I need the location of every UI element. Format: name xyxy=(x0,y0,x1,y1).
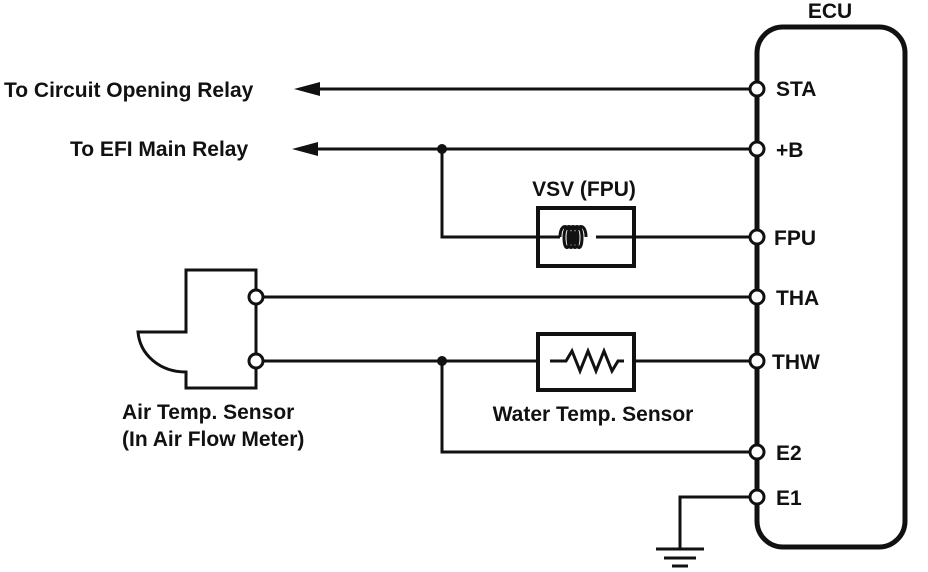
air-temp-sensor-sublabel: (In Air Flow Meter) xyxy=(122,428,304,451)
thw-wire xyxy=(263,356,751,366)
coil-icon xyxy=(558,225,612,249)
vsv-fpu xyxy=(536,206,636,268)
pin-sta-label: STA xyxy=(776,78,816,101)
e2-wire xyxy=(440,361,751,454)
vsv-label: VSV (FPU) xyxy=(532,178,636,201)
terminal-tha xyxy=(748,288,766,306)
b-wire xyxy=(292,142,751,156)
efi-main-relay-label: To EFI Main Relay xyxy=(70,138,248,161)
pin-e1-label: E1 xyxy=(776,487,802,510)
air-temp-sensor xyxy=(136,268,265,390)
arrow-left-icon xyxy=(294,82,320,96)
terminal-e1 xyxy=(748,488,766,506)
circuit-opening-relay-label: To Circuit Opening Relay xyxy=(4,79,254,102)
ecu-terminals xyxy=(748,80,766,506)
resistor-icon xyxy=(550,346,624,376)
terminal-b xyxy=(748,140,766,158)
water-temp-sensor xyxy=(536,332,636,392)
fpu-wire xyxy=(440,149,751,239)
terminal-e2 xyxy=(748,443,766,461)
pin-e2-label: E2 xyxy=(776,442,802,465)
terminal-thw xyxy=(748,352,766,370)
arrow-left-icon xyxy=(292,142,318,156)
air-temp-sensor-label: Air Temp. Sensor xyxy=(122,401,294,424)
pin-tha-label: THA xyxy=(776,287,819,310)
pin-fpu-label: FPU xyxy=(774,227,816,250)
water-temp-sensor-label: Water Temp. Sensor xyxy=(493,403,694,426)
ecu-box xyxy=(754,24,908,550)
pin-thw-label: THW xyxy=(772,351,820,374)
e1-wire xyxy=(656,495,751,568)
terminal-sta xyxy=(748,80,766,98)
sta-wire xyxy=(294,82,751,96)
terminal-fpu xyxy=(748,228,766,246)
ecu-title: ECU xyxy=(808,0,852,23)
pin-b-label: +B xyxy=(776,139,803,162)
